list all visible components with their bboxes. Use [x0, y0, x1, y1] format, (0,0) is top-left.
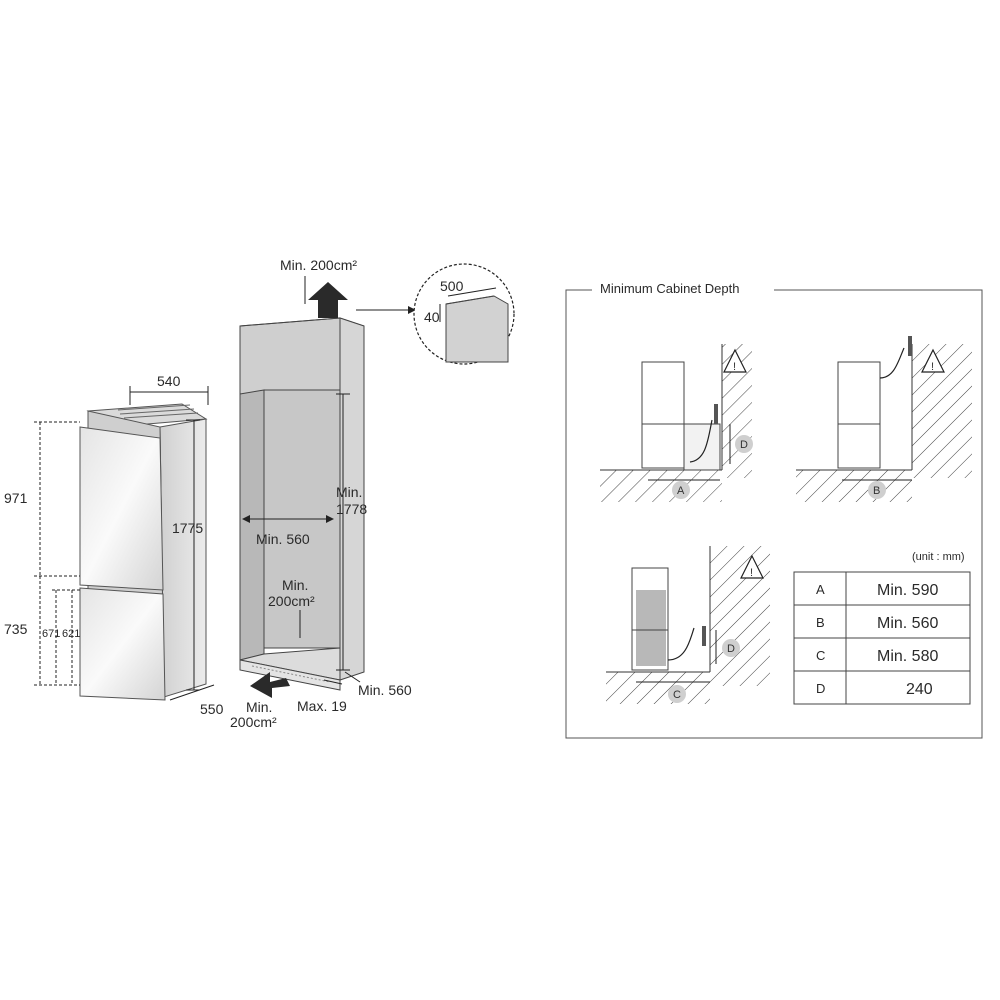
niche-width-label: Min. 560 [256, 531, 310, 547]
svg-text:B: B [873, 485, 880, 497]
fridge-width-label: 540 [157, 373, 181, 389]
svg-text:!: ! [750, 567, 753, 579]
niche-height-label-1: Min. [336, 484, 362, 500]
detail-500-label: 500 [440, 278, 464, 294]
detail-callout [413, 263, 515, 365]
fridge-upper-label: 971 [4, 490, 28, 506]
cabinet-dimensions [242, 306, 416, 685]
table-value-b: Min. 560 [877, 615, 938, 632]
vent-in-arrow [250, 672, 290, 698]
vent-bot-label-2: 200cm² [230, 714, 277, 730]
fridge-621-label: 621 [62, 628, 80, 640]
table-value-c: Min. 580 [877, 648, 938, 665]
table-value-a: Min. 590 [877, 582, 938, 599]
vent-up-arrow [308, 282, 348, 318]
svg-text:D: D [740, 439, 748, 451]
fridge-dimensions [34, 386, 215, 701]
table-key-a: A [816, 582, 825, 597]
svg-text:C: C [673, 689, 681, 701]
fridge-drawing [79, 403, 208, 701]
scenario-a [600, 344, 752, 502]
niche-depth-label: Min. 560 [358, 682, 412, 698]
plinth-label: Max. 19 [297, 698, 347, 714]
vent-top-label: Min. 200cm² [280, 257, 357, 273]
detail-40-label: 40 [424, 309, 440, 325]
dimension-table [793, 571, 971, 705]
badge-d-2: D [722, 639, 740, 657]
badge-c: C [668, 685, 686, 703]
vent-mid-label-1: Min. [282, 577, 308, 593]
vent-mid-label-2: 200cm² [268, 593, 315, 609]
table-key-c: C [816, 648, 825, 663]
scenario-b [796, 336, 972, 502]
panel-title: Minimum Cabinet Depth [600, 281, 739, 296]
fridge-depth-label: 550 [200, 701, 224, 717]
fridge-height-label: 1775 [172, 520, 203, 536]
warning-icon-a: ! [723, 348, 747, 373]
vent-bot-label-1: Min. [246, 699, 272, 715]
table-value-d: 240 [906, 681, 933, 698]
warning-icon-b: ! [921, 348, 945, 373]
niche-height-label-2: 1778 [336, 501, 367, 517]
unit-note: (unit : mm) [912, 551, 965, 563]
scenario-c [606, 546, 770, 704]
badge-a: A [672, 481, 690, 499]
table-key-b: B [816, 615, 825, 630]
badge-b: B [868, 481, 886, 499]
badge-d-1: D [735, 435, 753, 453]
table-key-d: D [816, 681, 825, 696]
fridge-lower-label: 735 [4, 621, 28, 637]
svg-text:!: ! [931, 361, 934, 373]
svg-text:!: ! [733, 361, 736, 373]
svg-text:A: A [677, 485, 685, 497]
warning-icon-c: ! [740, 554, 764, 579]
fridge-671-label: 671 [42, 628, 60, 640]
svg-text:D: D [727, 643, 735, 655]
